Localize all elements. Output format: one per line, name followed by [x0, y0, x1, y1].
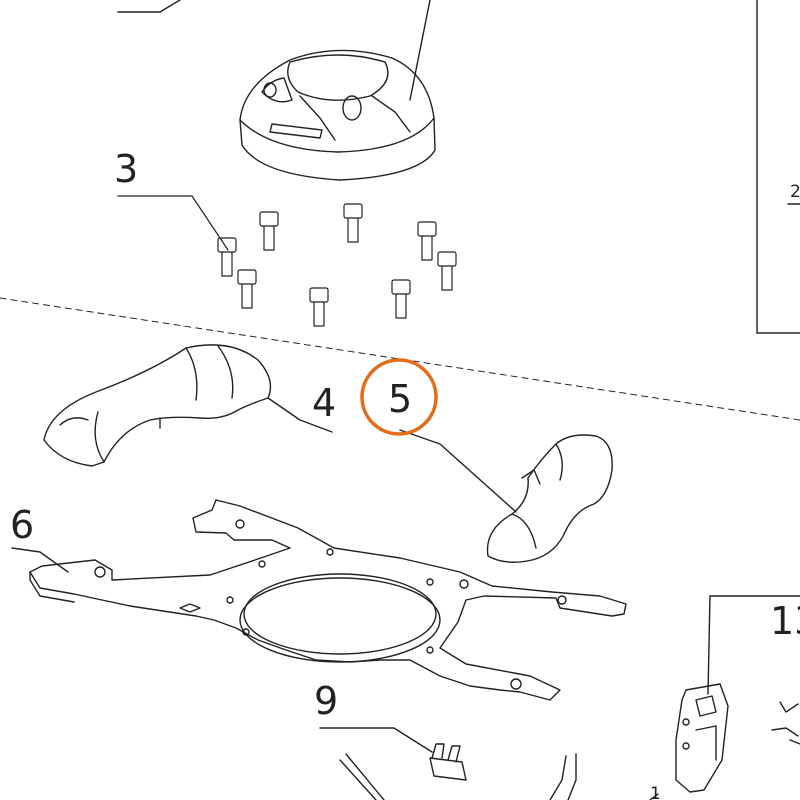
callout-2: 2: [790, 182, 800, 202]
screw-4: [217, 237, 237, 277]
leader-6: [11, 547, 69, 573]
adjacent-view-frame: [756, 0, 800, 334]
screw-8: [391, 279, 411, 319]
leader-3: [117, 195, 229, 251]
leader-9: [319, 727, 433, 753]
screw-6: [237, 269, 257, 309]
right-cover-part: [399, 429, 613, 563]
screw-5: [437, 251, 457, 291]
left-cover-part: [43, 344, 333, 467]
dome-housing-part: [239, 0, 436, 181]
screw-1: [259, 211, 279, 251]
highlight-ring: [360, 358, 438, 436]
callout-5: 5: [388, 377, 413, 421]
leader-5: [399, 429, 517, 513]
switch-assembly-part: [649, 595, 800, 800]
callout-1: 1: [650, 784, 661, 800]
callout-6: 6: [10, 503, 35, 547]
section-divider-line: [0, 297, 800, 421]
screw-2: [343, 203, 363, 243]
connector-part: [319, 727, 577, 800]
mounting-plate-part: [11, 499, 627, 701]
screw-3: [417, 221, 437, 261]
callout-3: 3: [114, 147, 139, 191]
leader-4: [267, 397, 333, 433]
callout-4: 4: [312, 381, 337, 425]
callout-9: 9: [314, 679, 339, 723]
leader-13: [707, 595, 800, 695]
callout-13: 13: [770, 599, 800, 643]
leader-top-left: [117, 0, 181, 13]
screw-set-part: [117, 195, 457, 327]
screw-7: [309, 287, 329, 327]
leader-1: [409, 0, 431, 101]
